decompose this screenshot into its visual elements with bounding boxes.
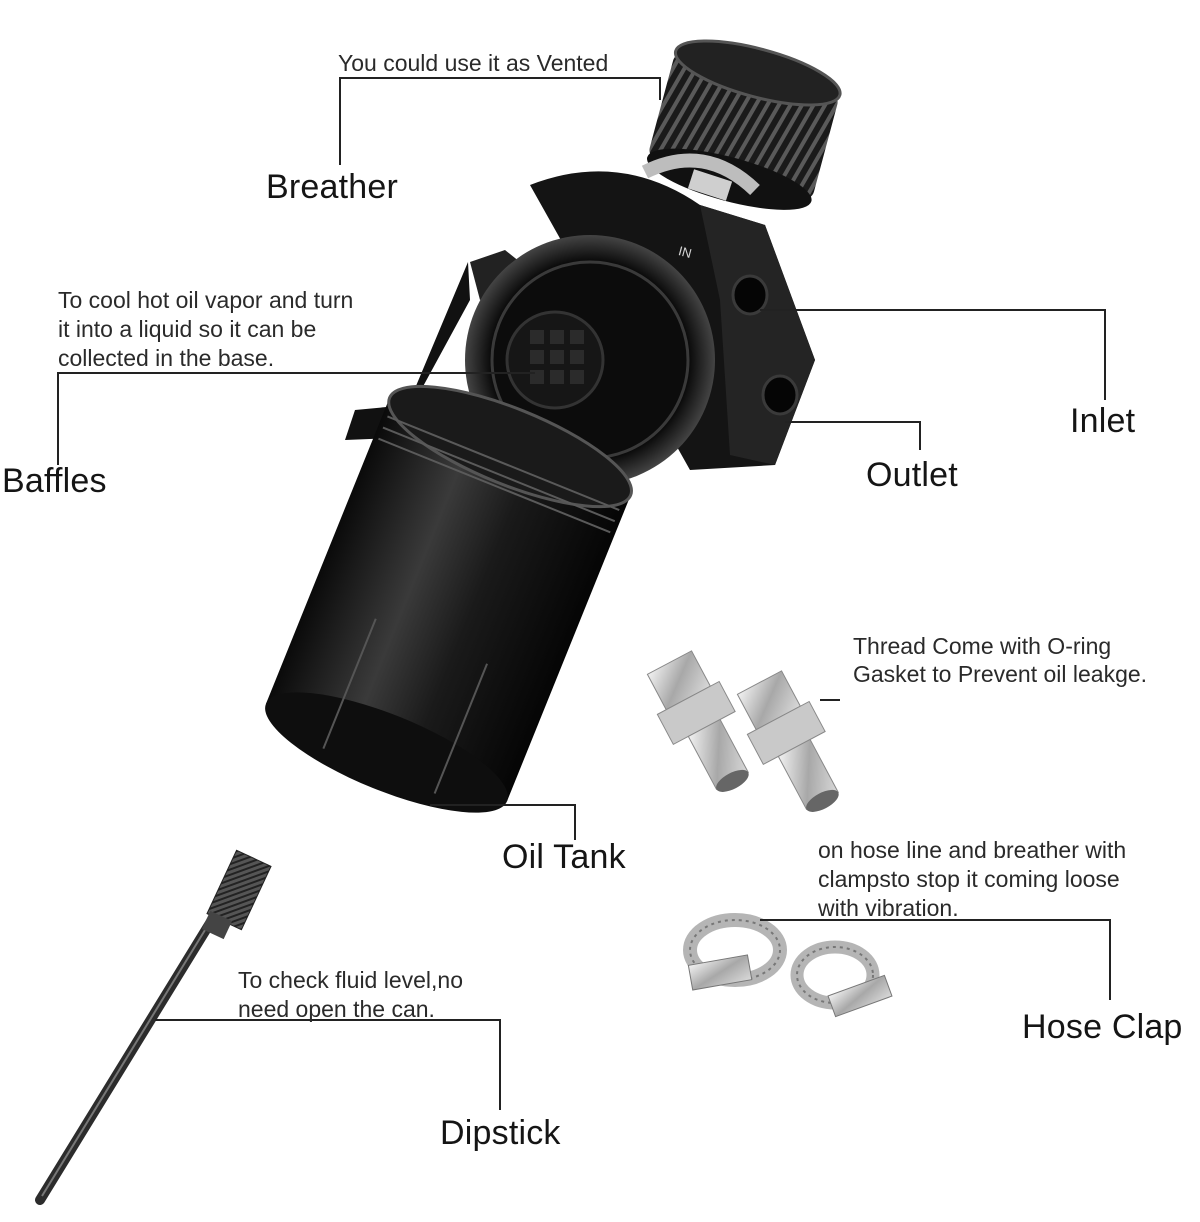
baffles-note-line-3: collected in the base.	[58, 345, 275, 371]
fittings	[646, 650, 839, 812]
cap-in-marking: IN	[677, 243, 693, 261]
oil-tank-body	[265, 384, 633, 813]
hose-clap-label: Hose Clap	[1022, 1008, 1183, 1046]
clamp-note-line-1: on hose line and breather with	[818, 837, 1127, 863]
clamp-note-line-2: clampsto stop it coming loose	[818, 866, 1120, 892]
oil-tank-label: Oil Tank	[502, 838, 626, 876]
dipstick	[35, 849, 272, 1205]
dipstick-note-line-1: To check fluid level,no	[238, 967, 464, 993]
baffles-label: Baffles	[2, 462, 107, 500]
baffles-note-line-2: it into a liquid so it can be	[58, 316, 317, 342]
fitting-note-line-1: Thread Come with O-ring	[853, 633, 1112, 659]
inlet-label: Inlet	[1070, 402, 1136, 440]
clamp-note-line-3: with vibration.	[818, 895, 959, 921]
breather-label: Breather	[266, 168, 399, 206]
dipstick-label: Dipstick	[440, 1114, 561, 1152]
hose-clamps	[683, 913, 893, 1018]
outlet-label: Outlet	[866, 456, 958, 494]
breather-note: You could use it as Vented	[338, 50, 609, 76]
breather-filter	[641, 39, 842, 210]
baffles-note-line-1: To cool hot oil vapor and turn	[58, 287, 354, 313]
dipstick-note-line-2: need open the can.	[238, 996, 435, 1022]
leader-lines	[57, 77, 1111, 1110]
fitting-note-line-2: Gasket to Prevent oil leakge.	[853, 661, 1148, 687]
